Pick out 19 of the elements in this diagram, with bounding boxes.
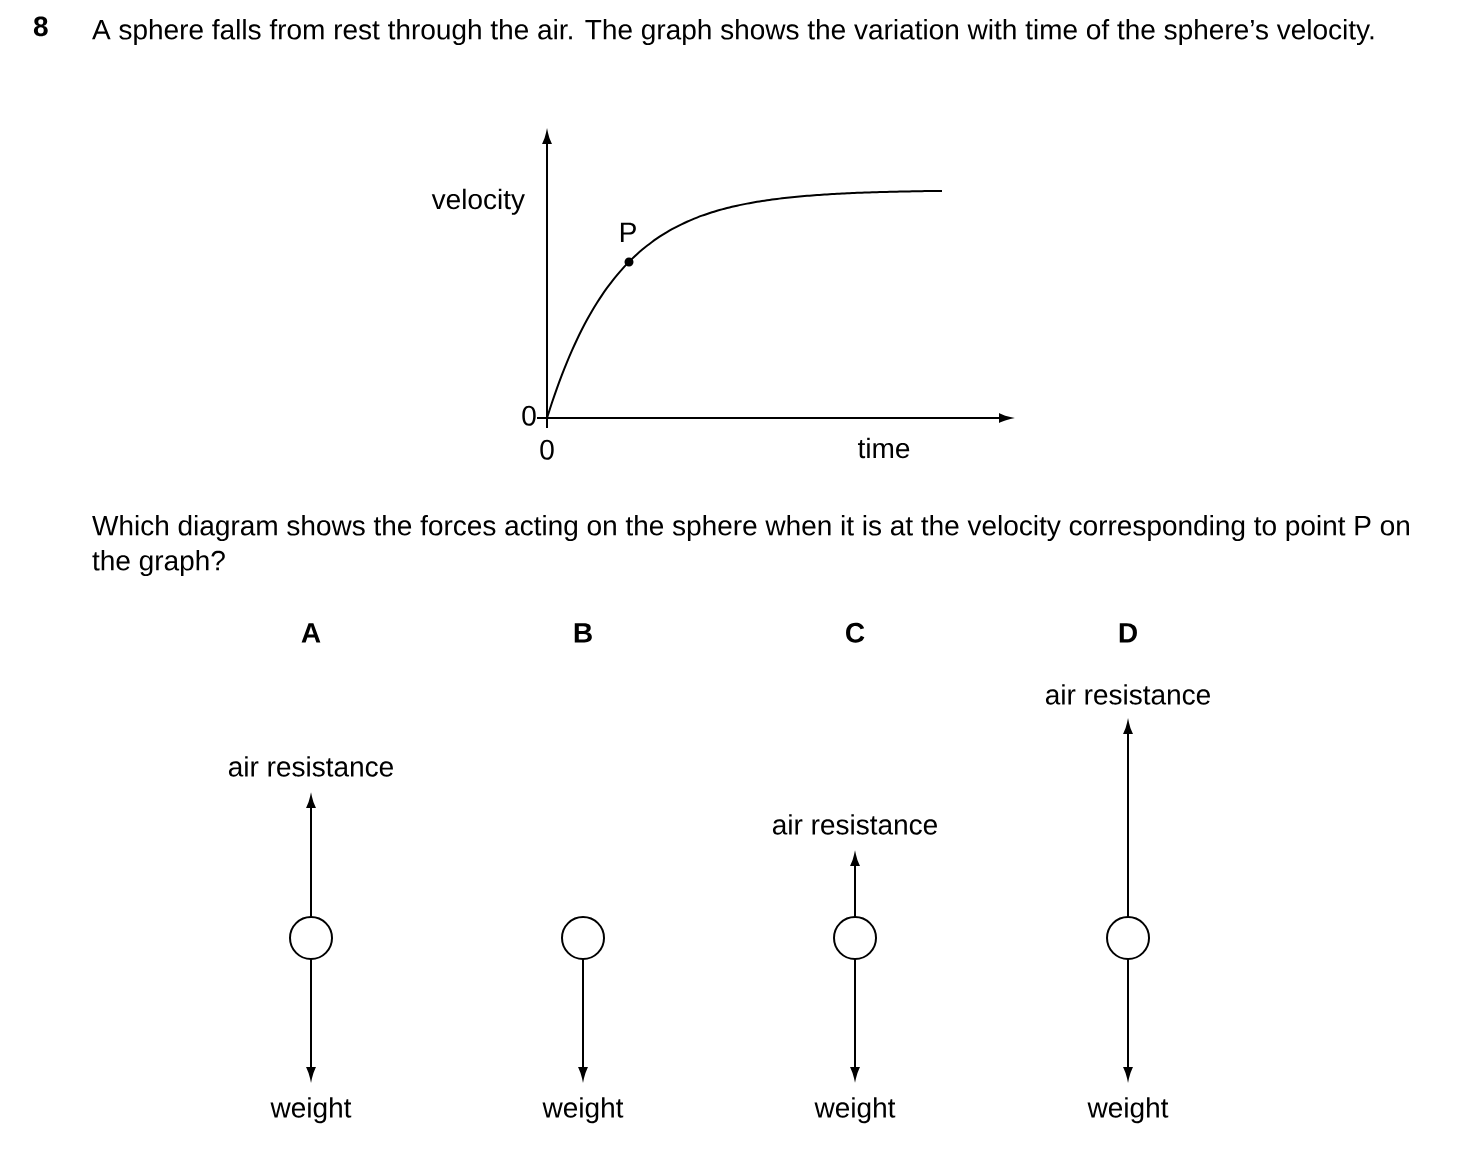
tick-label: 0 [540,439,554,460]
force-label: air resistance [772,814,937,835]
force-label: weight [270,1097,352,1124]
axis-label: time [858,437,910,459]
axis-label: velocity [431,188,525,215]
tick-label: 0 [522,405,536,426]
option-letter: B [574,623,592,643]
question-text: Which diagram shows the forces acting on the sphere when it is at the velocity corresponding to point P on the graph? [92,515,1409,577]
question-number: 8 [33,16,48,37]
force-label: air resistance [228,756,393,777]
option-letter: A [301,623,321,643]
option-letter: D [1119,623,1137,643]
point-label: P [620,222,636,242]
force-label: weight [1087,1097,1169,1124]
force-label: air resistance [1045,684,1210,705]
force-label: weight [542,1097,624,1124]
force-label: weight [814,1097,896,1124]
option-letter: C [846,622,865,643]
question-text: A sphere falls from rest through the air. The graph shows the variation with time of the sphere’s velocity. [92,19,1374,46]
